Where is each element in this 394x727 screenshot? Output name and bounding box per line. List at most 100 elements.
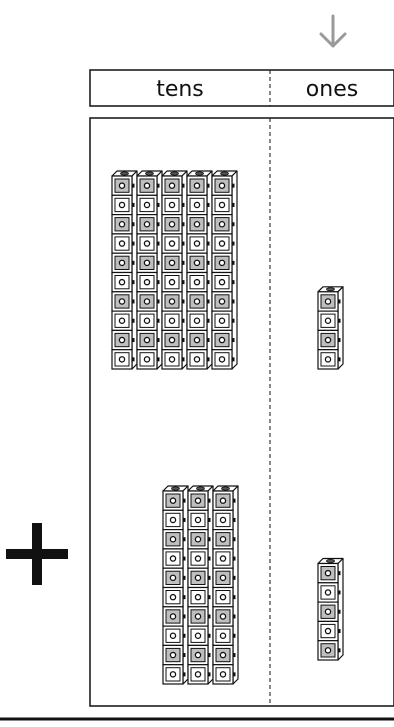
unit-cube: [112, 350, 134, 369]
unit-cube: [213, 530, 235, 549]
unit-cube: [112, 292, 134, 311]
unit-cube: [137, 176, 159, 195]
unit-cube: [188, 530, 210, 549]
ten-rod: [112, 171, 137, 369]
unit-cube: [212, 292, 234, 311]
unit-cube: [188, 626, 210, 645]
ones-cubes: [318, 287, 343, 369]
unit-cube: [187, 215, 209, 234]
unit-cube: [112, 273, 134, 292]
unit-cube: [187, 253, 209, 272]
ten-rod: [163, 486, 188, 684]
unit-cube: [163, 530, 185, 549]
unit-cube: [188, 510, 210, 529]
unit-cube: [187, 234, 209, 253]
unit-cube: [188, 549, 210, 568]
unit-cube: [213, 491, 235, 510]
unit-cube: [162, 253, 184, 272]
unit-cube: [163, 607, 185, 626]
unit-cube: [318, 292, 340, 311]
unit-cube: [318, 641, 340, 660]
unit-cube: [212, 234, 234, 253]
unit-cube: [212, 311, 234, 330]
unit-cube: [162, 176, 184, 195]
unit-cube: [213, 588, 235, 607]
unit-cube: [112, 176, 134, 195]
unit-cube: [187, 330, 209, 349]
unit-cube: [162, 311, 184, 330]
unit-cube: [162, 292, 184, 311]
unit-cube: [318, 350, 340, 369]
unit-cube: [112, 311, 134, 330]
ten-rod: [213, 486, 238, 684]
unit-cube: [137, 234, 159, 253]
ones-stick: [318, 559, 343, 661]
unit-cube: [162, 330, 184, 349]
unit-cube: [188, 588, 210, 607]
unit-cube: [188, 568, 210, 587]
unit-cube: [163, 645, 185, 664]
unit-cube: [187, 176, 209, 195]
unit-cube: [112, 253, 134, 272]
unit-cube: [137, 215, 159, 234]
unit-cube: [163, 568, 185, 587]
plus-icon: [6, 523, 68, 585]
unit-cube: [213, 665, 235, 684]
tens-rods: [112, 171, 237, 369]
unit-cube: [163, 549, 185, 568]
unit-cube: [318, 621, 340, 640]
unit-cube: [163, 665, 185, 684]
unit-cube: [212, 273, 234, 292]
unit-cube: [212, 215, 234, 234]
unit-cube: [163, 491, 185, 510]
ones-label: ones: [306, 77, 358, 102]
unit-cube: [112, 195, 134, 214]
unit-cube: [212, 195, 234, 214]
unit-cube: [137, 292, 159, 311]
unit-cube: [137, 350, 159, 369]
unit-cube: [162, 215, 184, 234]
unit-cube: [187, 273, 209, 292]
unit-cube: [163, 626, 185, 645]
tens-label: tens: [156, 77, 204, 102]
unit-cube: [112, 330, 134, 349]
unit-cube: [162, 273, 184, 292]
unit-cube: [188, 491, 210, 510]
unit-cube: [162, 234, 184, 253]
unit-cube: [318, 583, 340, 602]
unit-cube: [318, 602, 340, 621]
unit-cube: [188, 645, 210, 664]
ones-stick: [318, 287, 343, 369]
unit-cube: [188, 665, 210, 684]
unit-cube: [137, 273, 159, 292]
unit-cube: [187, 292, 209, 311]
unit-cube: [137, 195, 159, 214]
unit-cube: [213, 607, 235, 626]
unit-cube: [212, 176, 234, 195]
unit-cube: [212, 253, 234, 272]
unit-cube: [112, 215, 134, 234]
unit-cube: [213, 549, 235, 568]
ten-rod: [188, 486, 213, 684]
unit-cube: [162, 195, 184, 214]
unit-cube: [213, 626, 235, 645]
unit-cube: [187, 350, 209, 369]
unit-cube: [163, 510, 185, 529]
unit-cube: [187, 195, 209, 214]
unit-cube: [213, 568, 235, 587]
down-arrow-icon: [321, 16, 345, 46]
unit-cube: [112, 234, 134, 253]
unit-cube: [163, 588, 185, 607]
unit-cube: [213, 645, 235, 664]
unit-cube: [318, 311, 340, 330]
ten-rod: [212, 171, 237, 369]
unit-cube: [213, 510, 235, 529]
unit-cube: [212, 350, 234, 369]
unit-cube: [212, 330, 234, 349]
unit-cube: [187, 311, 209, 330]
tens-rods: [163, 486, 238, 684]
unit-cube: [137, 311, 159, 330]
unit-cube: [188, 607, 210, 626]
ten-rod: [137, 171, 162, 369]
